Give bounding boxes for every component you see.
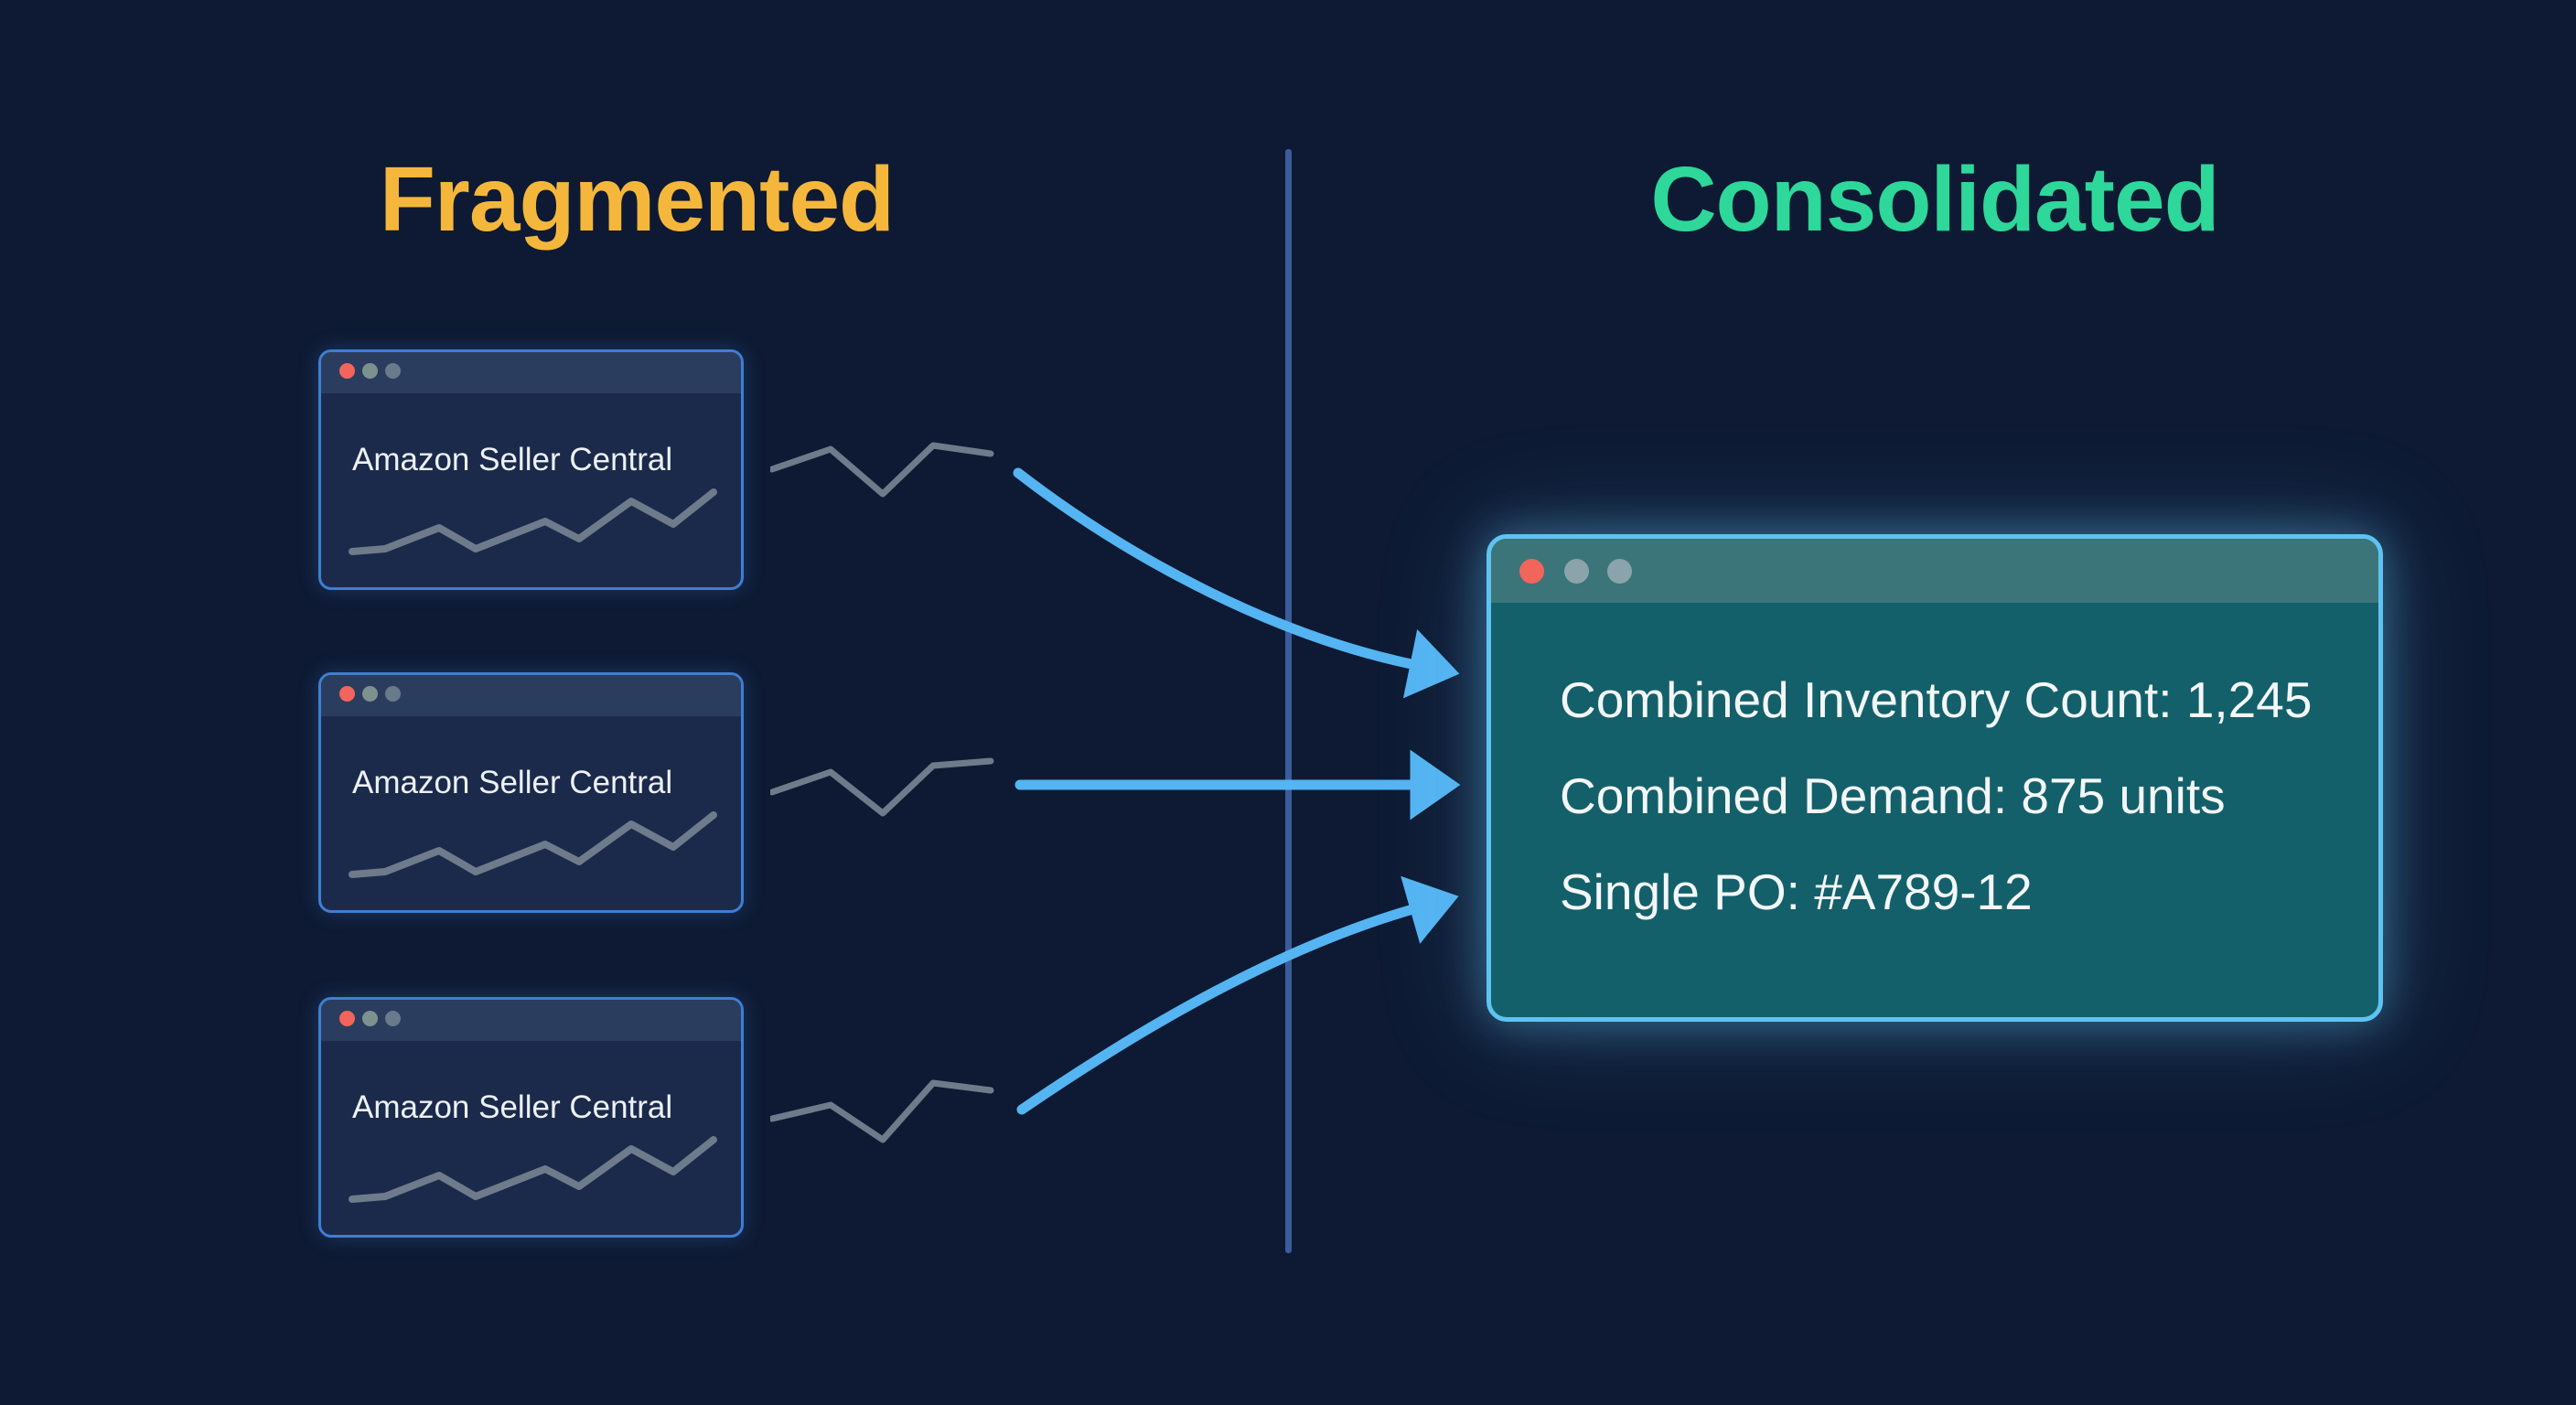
flow-arrow-bottom xyxy=(1016,875,1459,1115)
traffic-light-middle-icon xyxy=(362,686,378,702)
window-titlebar xyxy=(1491,539,2378,603)
window-title-label: Amazon Seller Central xyxy=(352,765,673,800)
mini-sparkline-icon xyxy=(770,442,994,498)
source-window-1: Amazon Seller Central xyxy=(318,349,744,590)
trend-sparkline-icon xyxy=(349,1136,717,1203)
traffic-light-red-icon xyxy=(339,686,355,702)
traffic-light-red-icon xyxy=(1519,559,1544,584)
traffic-light-red-icon xyxy=(339,1011,355,1026)
trend-sparkline-icon xyxy=(349,488,717,555)
window-titlebar xyxy=(321,675,741,716)
window-titlebar xyxy=(321,1000,741,1041)
combined-demand-line: Combined Demand: 875 units xyxy=(1560,767,2226,824)
traffic-light-right-icon xyxy=(385,1011,401,1026)
flow-arrow-top xyxy=(1013,467,1460,699)
fragmented-title: Fragmented xyxy=(379,148,895,251)
consolidated-window-body: Combined Inventory Count: 1,245 Combined… xyxy=(1491,603,2378,1017)
single-po-line: Single PO: #A789-12 xyxy=(1560,863,2033,920)
consolidated-window: Combined Inventory Count: 1,245 Combined… xyxy=(1487,534,2383,1022)
traffic-light-red-icon xyxy=(339,363,355,379)
source-window-3: Amazon Seller Central xyxy=(318,997,744,1238)
mini-sparkline-icon xyxy=(770,757,994,817)
traffic-light-middle-icon xyxy=(1564,559,1589,584)
divider-line xyxy=(1285,149,1292,1253)
consolidated-title: Consolidated xyxy=(1650,148,2219,251)
window-title-label: Amazon Seller Central xyxy=(352,1089,673,1125)
traffic-light-right-icon xyxy=(1607,559,1632,584)
trend-sparkline-icon xyxy=(349,811,717,878)
traffic-light-middle-icon xyxy=(362,1011,378,1026)
window-title-label: Amazon Seller Central xyxy=(352,442,673,477)
source-window-2: Amazon Seller Central xyxy=(318,672,744,913)
traffic-light-middle-icon xyxy=(362,363,378,379)
mini-sparkline-icon xyxy=(770,1079,994,1143)
window-titlebar xyxy=(321,352,741,393)
traffic-light-right-icon xyxy=(385,363,401,379)
traffic-light-right-icon xyxy=(385,686,401,702)
combined-inventory-line: Combined Inventory Count: 1,245 xyxy=(1560,671,2313,728)
